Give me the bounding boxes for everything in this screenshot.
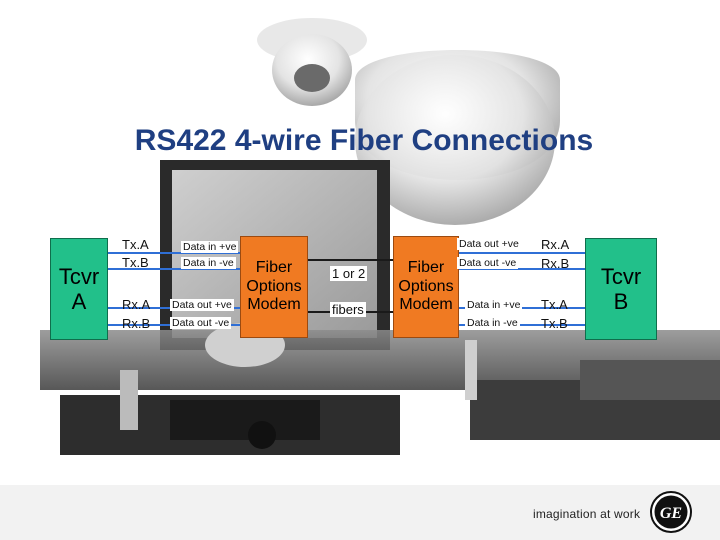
slide-title: RS422 4-wire Fiber Connections <box>134 124 594 157</box>
left-signal-data-out-neg: Data out -ve <box>170 317 232 329</box>
transceiver-a: Tcvr A <box>50 238 108 340</box>
transceiver-b: Tcvr B <box>585 238 657 340</box>
right-signal-data-in-neg: Data in -ve <box>465 317 520 329</box>
right-modem-line1: Fiber <box>407 259 445 277</box>
right-signal-data-in-pos: Data in +ve <box>465 299 523 311</box>
right-wire-rx-b: Rx.B <box>541 256 570 271</box>
right-wire-tx-b: Tx.B <box>541 316 568 331</box>
footer-bar <box>0 485 720 540</box>
right-modem-line2: Options <box>398 277 454 295</box>
transceiver-a-line2: A <box>71 289 87 314</box>
left-fiber-modem: Fiber Options Modem <box>240 236 308 338</box>
left-wire-tx-a: Tx.A <box>122 237 149 252</box>
right-signal-data-out-pos: Data out +ve <box>457 238 521 250</box>
transceiver-a-line1: Tcvr <box>58 263 100 289</box>
right-fiber-modem: Fiber Options Modem <box>393 236 459 338</box>
footer-tagline: imagination at work <box>533 507 641 521</box>
left-modem-line3: Modem <box>247 296 301 314</box>
right-wire-tx-a: Tx.A <box>541 297 568 312</box>
right-wire-rx-a: Rx.A <box>541 237 570 252</box>
transceiver-b-line2: B <box>613 289 629 314</box>
svg-text:GE: GE <box>660 505 682 522</box>
left-modem-line2: Options <box>246 277 302 295</box>
left-modem-line1: Fiber <box>255 259 293 277</box>
right-signal-data-out-neg: Data out -ve <box>457 257 519 269</box>
left-signal-data-in-neg: Data in -ve <box>181 257 236 269</box>
left-wire-rx-a: Rx.A <box>122 297 151 312</box>
fiber-label: fibers <box>330 302 366 317</box>
left-signal-data-in-pos: Data in +ve <box>181 241 239 253</box>
ge-logo-icon: GE <box>650 491 692 533</box>
left-signal-data-out-pos: Data out +ve <box>170 299 234 311</box>
fiber-count-label: 1 or 2 <box>330 266 368 281</box>
right-modem-line3: Modem <box>399 296 453 314</box>
transceiver-b-line1: Tcvr <box>600 263 642 289</box>
left-wire-rx-b: Rx.B <box>122 316 151 331</box>
left-wire-tx-b: Tx.B <box>122 255 149 270</box>
